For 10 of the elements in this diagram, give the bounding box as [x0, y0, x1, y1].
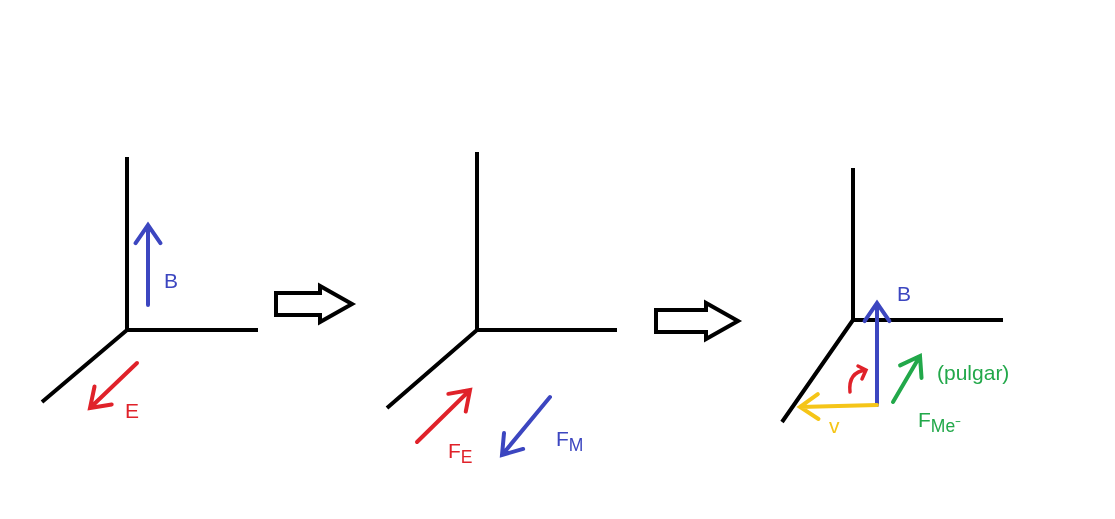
- vector-label: B: [897, 283, 911, 304]
- hollow-arrow: [274, 282, 357, 326]
- hollow-arrow: [654, 299, 743, 343]
- vector-label: (pulgar): [937, 362, 1010, 383]
- vector-label: E: [125, 400, 139, 421]
- vector-label: v: [829, 415, 840, 436]
- vector-label: F$_{M}$: [556, 428, 584, 455]
- vector-label: F$_{Me⁻}$: [918, 409, 962, 436]
- vector-label: F$_{E}$: [448, 440, 473, 467]
- vector-label: B: [164, 270, 178, 291]
